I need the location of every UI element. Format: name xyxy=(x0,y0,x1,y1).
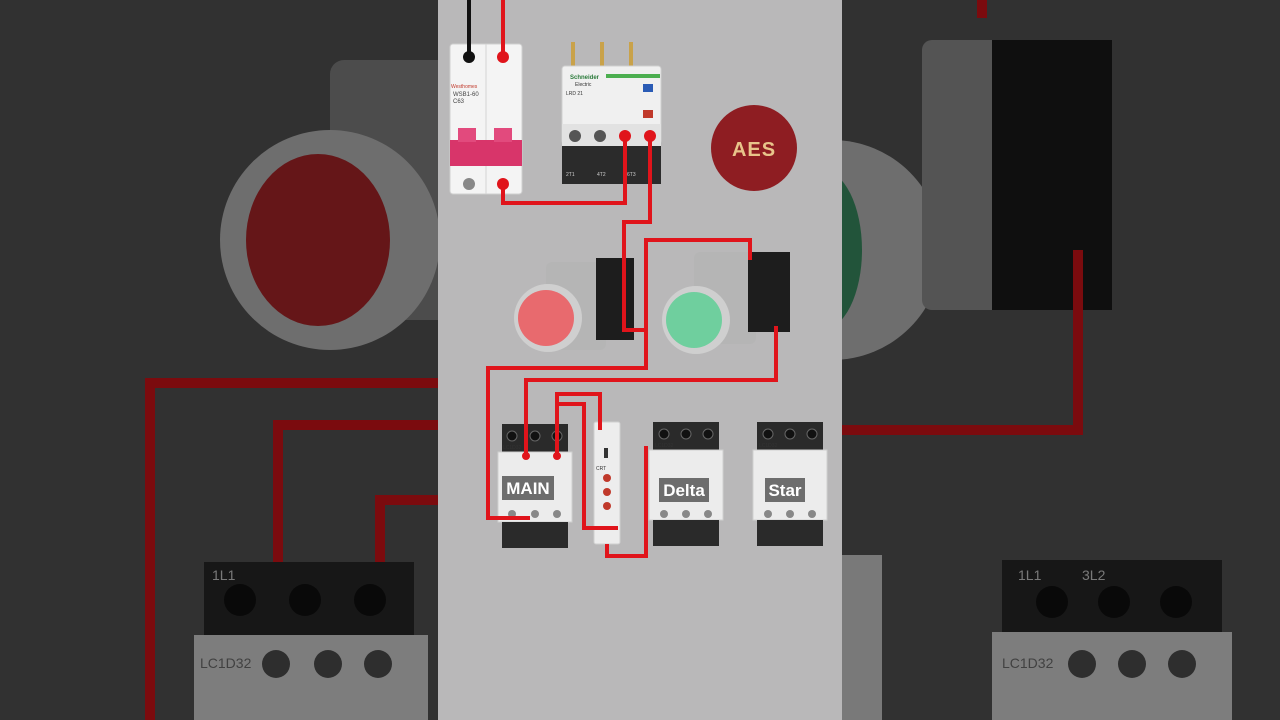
relay-terminal-2: 4T2 xyxy=(597,172,606,178)
wire-timer-to-delta xyxy=(605,446,648,558)
start-button-cap xyxy=(666,292,722,348)
contactor-delta: LC1D32 xyxy=(648,422,724,546)
relay-brand: Schneider xyxy=(570,75,600,81)
zoom-label-right-3l2: 3L2 xyxy=(1082,567,1106,583)
breaker-brand: Westhomes xyxy=(451,84,478,90)
zoom-model-label-right: LC1D32 xyxy=(1002,655,1054,671)
zoom-bezel-right xyxy=(842,140,942,360)
background-zoom-left: 1L1 LC1D32 xyxy=(0,0,438,720)
zoom-contact-block xyxy=(992,40,1112,310)
relay-brand-sub: Electric xyxy=(575,82,592,88)
breaker-model: WSB1-60 xyxy=(453,92,479,98)
relay-terminal-3: 6T3 xyxy=(627,172,636,178)
start-pushbutton xyxy=(662,252,790,354)
zoom-contactor-body-right xyxy=(992,632,1232,720)
zoom-contactor-body xyxy=(194,635,428,720)
zoom-start-button xyxy=(842,180,862,320)
wire-stop-to-start xyxy=(632,238,752,332)
wire-timer-feed xyxy=(557,402,618,530)
contactor-main-model: LC1D32 xyxy=(503,445,522,451)
breaker-handle xyxy=(450,140,522,166)
zoom-right-art: 1L1 3L2 LC1D32 xyxy=(842,0,1280,720)
relay-model: LRD 21 xyxy=(566,91,583,97)
wire-stop-to-main xyxy=(486,330,648,520)
wire-start-to-main xyxy=(524,326,778,456)
circuit-breaker: Westhomes WSB1-60 C63 xyxy=(449,43,523,195)
background-zoom-right: 1L1 3L2 LC1D32 xyxy=(842,0,1280,720)
zoom-left-art: 1L1 LC1D32 xyxy=(0,0,438,720)
wire-main-to-timer xyxy=(555,392,602,456)
contactor-star-model: LC1D32 xyxy=(759,443,778,449)
relay-terminal-1: 2T1 xyxy=(566,172,575,178)
logo-text: AES xyxy=(732,139,776,161)
aes-logo: AES xyxy=(711,105,797,191)
wire-relay-to-stop xyxy=(622,136,652,332)
zoom-label-right-1l1: 1L1 xyxy=(1018,567,1042,583)
zoom-label-1l1: 1L1 xyxy=(212,567,236,583)
zoom-contactor-edge xyxy=(842,555,882,720)
zoom-model-label: LC1D32 xyxy=(200,655,252,671)
timer-relay: CRT xyxy=(593,421,621,545)
breaker-rating: C63 xyxy=(453,99,465,105)
contactor-delta-label: Delta xyxy=(663,481,705,500)
contactor-delta-model: LC1D32 xyxy=(655,443,674,449)
zoom-wire xyxy=(145,378,438,720)
wiring-diagram: Westhomes WSB1-60 C63 Schneider xyxy=(449,0,828,558)
wiring-diagram-panel: Westhomes WSB1-60 C63 Schneider xyxy=(438,0,842,720)
wires xyxy=(467,0,778,558)
stop-pushbutton xyxy=(514,258,634,352)
contactor-labels: MAIN Delta Star xyxy=(502,476,805,502)
contactor-star-label: Star xyxy=(768,481,801,500)
zoom-stop-button xyxy=(246,154,390,326)
overload-relay: Schneider Electric LRD 21 2T1 4T2 6T3 xyxy=(561,42,662,184)
stop-button-cap xyxy=(518,290,574,346)
timer-model: CRT xyxy=(596,466,606,472)
zoom-wire xyxy=(842,250,1083,435)
dim-overlay-left xyxy=(0,0,438,720)
dim-overlay-right xyxy=(842,0,1280,720)
wire-breaker-to-relay xyxy=(501,136,627,205)
contactor-main-label: MAIN xyxy=(506,479,549,498)
